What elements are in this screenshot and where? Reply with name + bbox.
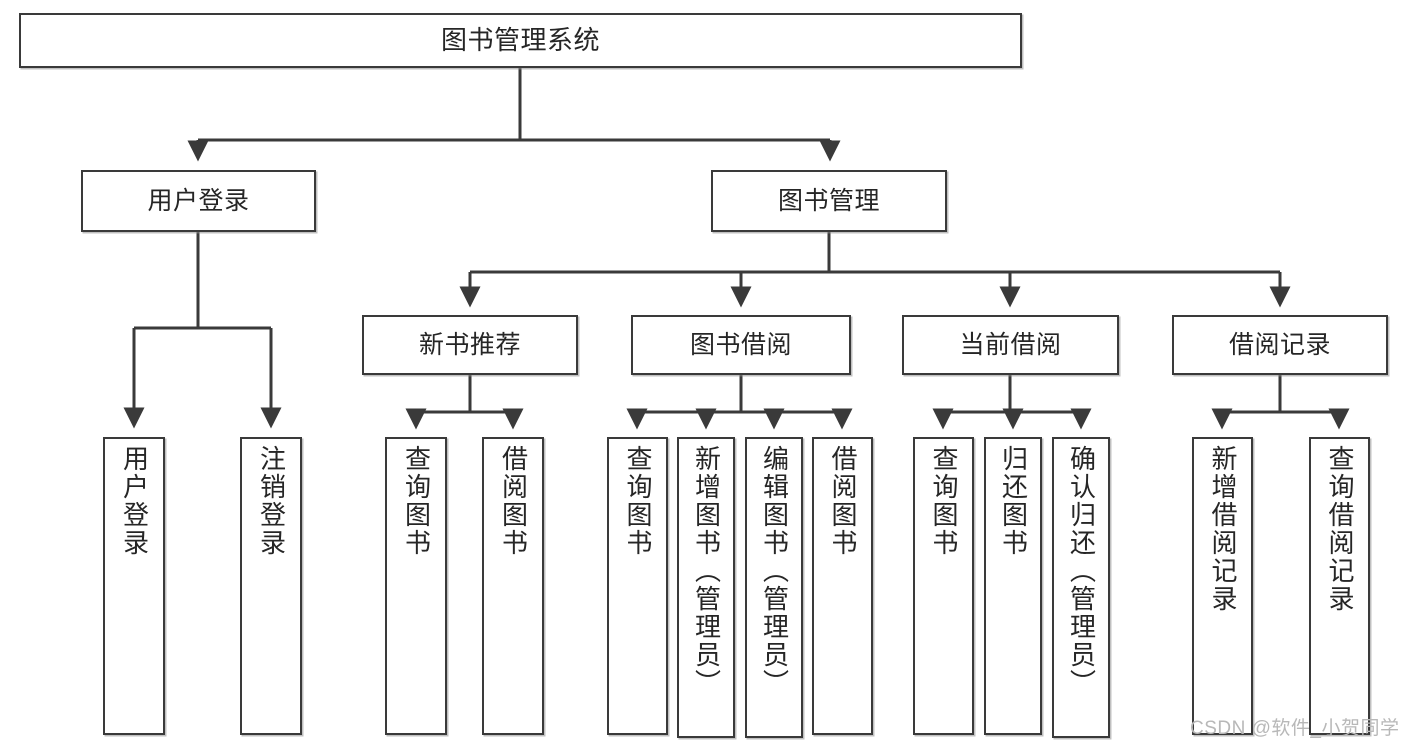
node-label: 新增图书（管理员） [691, 445, 722, 697]
node-label: 图书管理 [777, 186, 880, 215]
node-leaf-add-book-admin[interactable]: 新增图书（管理员） [677, 437, 735, 738]
node-label: 图书借阅 [689, 330, 792, 359]
node-leaf-confirm-return-admin[interactable]: 确认归还（管理员） [1052, 437, 1110, 738]
node-label: 借阅记录 [1228, 330, 1331, 359]
node-leaf-borrow-book-2[interactable]: 借阅图书 [812, 437, 873, 735]
node-leaf-query-borrow-record[interactable]: 查询借阅记录 [1309, 437, 1370, 735]
node-root-system[interactable]: 图书管理系统 [19, 13, 1022, 68]
node-book-management[interactable]: 图书管理 [711, 170, 947, 232]
node-label: 确认归还（管理员） [1066, 445, 1097, 697]
node-leaf-user-login[interactable]: 用户登录 [103, 437, 165, 735]
node-borrow-record[interactable]: 借阅记录 [1172, 315, 1388, 375]
watermark-text: CSDN @软件_小贺同学 [1190, 718, 1400, 739]
node-book-borrow[interactable]: 图书借阅 [631, 315, 851, 375]
node-label: 借阅图书 [828, 445, 859, 557]
node-label: 归还图书 [998, 445, 1029, 557]
node-label: 查询图书 [401, 445, 432, 557]
node-label: 新书推荐 [418, 330, 521, 359]
node-user-login[interactable]: 用户登录 [81, 170, 316, 232]
node-label: 新增借阅记录 [1208, 445, 1239, 613]
node-leaf-query-book-3[interactable]: 查询图书 [913, 437, 974, 735]
node-current-borrow[interactable]: 当前借阅 [902, 315, 1119, 375]
node-label: 查询借阅记录 [1325, 445, 1356, 613]
node-label: 用户登录 [147, 186, 250, 215]
node-leaf-edit-book-admin[interactable]: 编辑图书（管理员） [745, 437, 803, 738]
node-leaf-user-logout[interactable]: 注销登录 [240, 437, 302, 735]
node-label: 用户登录 [119, 445, 150, 557]
node-label: 注销登录 [256, 445, 287, 557]
node-label: 借阅图书 [498, 445, 529, 557]
node-leaf-query-book-2[interactable]: 查询图书 [607, 437, 668, 735]
node-leaf-query-book-1[interactable]: 查询图书 [385, 437, 447, 735]
node-leaf-borrow-book-1[interactable]: 借阅图书 [482, 437, 544, 735]
node-label: 查询图书 [623, 445, 654, 557]
node-leaf-add-borrow-record[interactable]: 新增借阅记录 [1192, 437, 1253, 735]
node-label: 图书管理系统 [440, 25, 600, 56]
node-label: 查询图书 [929, 445, 960, 557]
node-leaf-return-book[interactable]: 归还图书 [984, 437, 1042, 735]
node-label: 当前借阅 [959, 330, 1062, 359]
node-label: 编辑图书（管理员） [759, 445, 790, 697]
node-new-book-recommend[interactable]: 新书推荐 [362, 315, 578, 375]
